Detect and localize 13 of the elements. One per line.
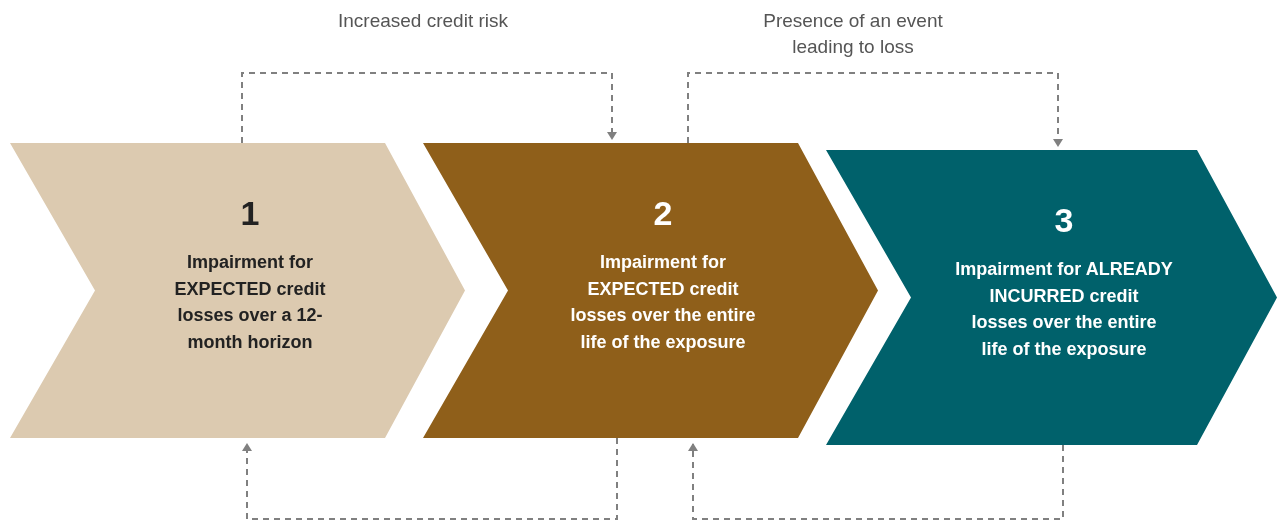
step-number: 2 bbox=[653, 193, 673, 233]
dashed-arrow bbox=[242, 437, 618, 520]
dashed-arrow bbox=[241, 72, 617, 144]
chevron-shape bbox=[826, 150, 1277, 445]
dashed-arrow bbox=[688, 443, 1064, 520]
dashed-arrow bbox=[687, 72, 1063, 147]
step-description: Impairment for ALREADY INCURRED credit losses over the entire life of the exposure bbox=[954, 258, 1174, 361]
chevron-shape bbox=[10, 143, 465, 438]
step-description: Impairment for EXPECTED credit losses over the entire life of the exposure bbox=[569, 251, 757, 354]
step-number: 3 bbox=[1054, 200, 1074, 240]
step-description: Impairment for EXPECTED credit losses over a 12-month horizon bbox=[173, 251, 327, 354]
step-number: 1 bbox=[240, 193, 260, 233]
chevron-shape bbox=[423, 143, 878, 438]
